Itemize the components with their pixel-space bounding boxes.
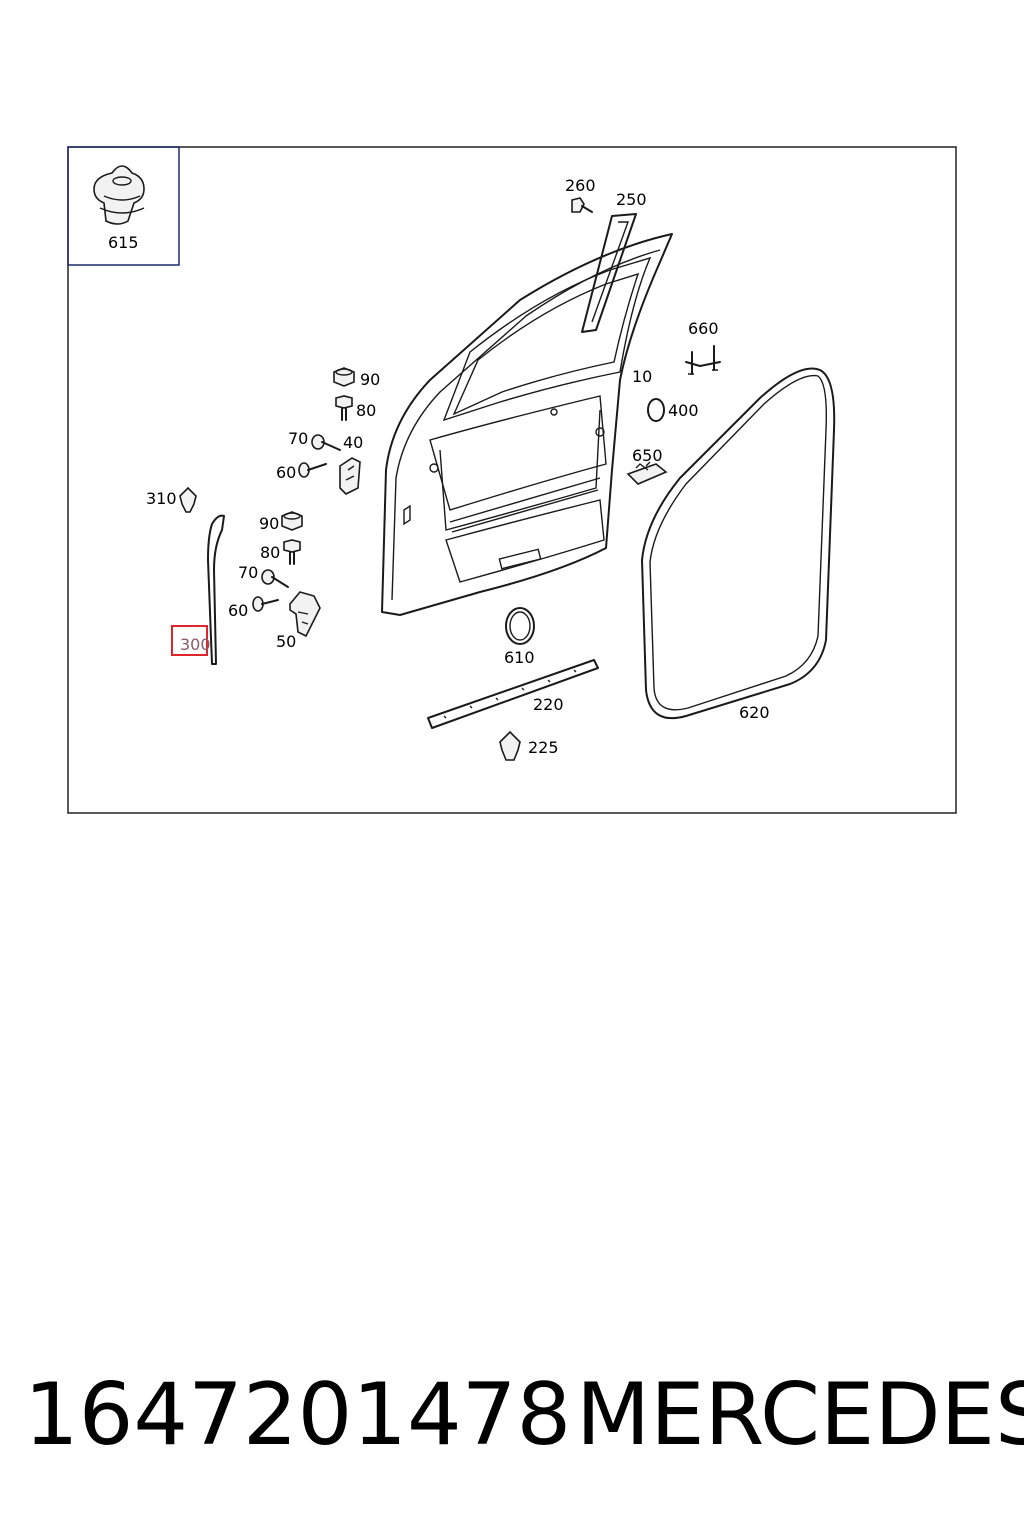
callout-260: 260 [565, 176, 596, 195]
callout-610: 610 [504, 648, 535, 667]
callout-60-upper: 60 [276, 463, 296, 482]
callout-225: 225 [528, 738, 559, 757]
callout-60-lower: 60 [228, 601, 248, 620]
strip-220-drawing [427, 659, 599, 729]
callout-620: 620 [739, 703, 770, 722]
grommet-615-drawing [93, 165, 145, 225]
callout-90-lower: 90 [259, 514, 279, 533]
callout-220: 220 [533, 695, 564, 714]
callout-90-upper: 90 [360, 370, 380, 389]
window-channel-250-drawing [581, 213, 637, 333]
caption: 1647201478 MERCEDES [0, 1360, 1024, 1470]
ring-610-drawing [505, 607, 535, 645]
callout-300: 300 [180, 635, 211, 654]
bolt-80-upper-drawing [335, 395, 353, 421]
callout-250: 250 [616, 190, 647, 209]
brand-name: MERCEDES [576, 1365, 1024, 1465]
clip-310-drawing [179, 486, 197, 513]
stopper-650-drawing [626, 461, 668, 485]
diagram-frame [67, 146, 957, 814]
cap-400-drawing [647, 398, 665, 422]
callout-40: 40 [343, 433, 363, 452]
hinge-50-drawing [289, 591, 321, 638]
inset-box [67, 146, 180, 266]
door-shell-10-drawing [381, 233, 673, 616]
callout-50: 50 [276, 632, 296, 651]
parts-diagram: 615 10 250 260 660 400 [67, 146, 957, 814]
bolt-80-lower-drawing [283, 539, 301, 565]
callout-400: 400 [668, 401, 699, 420]
bracket-660-drawing [685, 345, 721, 375]
callout-70-upper: 70 [288, 429, 308, 448]
screw-60-upper-drawing [298, 462, 327, 478]
bolt-260-drawing [571, 197, 593, 213]
screw-70-lower-drawing [261, 569, 289, 588]
door-seal-620-drawing [641, 367, 836, 720]
highlight-box-300 [171, 625, 208, 656]
callout-650: 650 [632, 446, 663, 465]
inset-label-615: 615 [108, 233, 139, 252]
callout-660: 660 [688, 319, 719, 338]
screw-60-lower-drawing [252, 596, 279, 612]
seal-strip-300-drawing [207, 514, 225, 665]
nut-90-lower-drawing [281, 511, 303, 531]
screw-70-upper-drawing [311, 434, 341, 451]
callout-70-lower: 70 [238, 563, 258, 582]
part-number: 1647201478 [24, 1365, 572, 1465]
hinge-40-drawing [339, 457, 361, 495]
clip-225-drawing [499, 730, 521, 761]
callout-310: 310 [146, 489, 177, 508]
callout-80-upper: 80 [356, 401, 376, 420]
nut-90-upper-drawing [333, 367, 355, 387]
callout-80-lower: 80 [260, 543, 280, 562]
callout-10: 10 [632, 367, 652, 386]
